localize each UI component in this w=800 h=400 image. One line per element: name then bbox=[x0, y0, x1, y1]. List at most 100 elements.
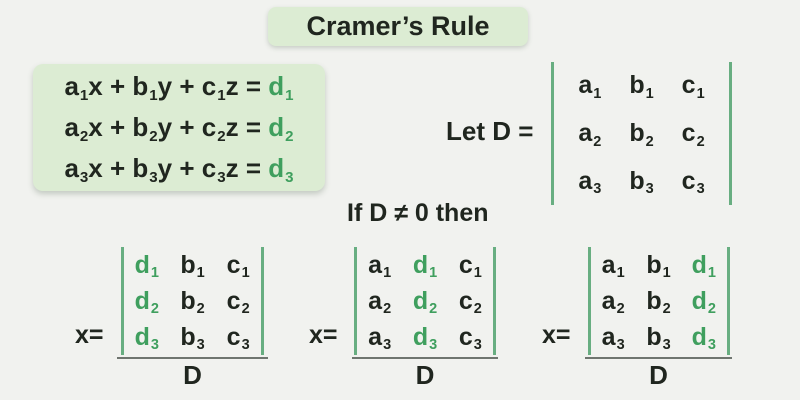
subscript: 2 bbox=[196, 301, 205, 318]
subscript: 1 bbox=[696, 85, 705, 102]
d-term: d bbox=[268, 153, 285, 183]
term: c bbox=[681, 118, 696, 147]
term: y + c bbox=[157, 112, 217, 142]
subscript: 2 bbox=[241, 301, 250, 318]
term: a bbox=[601, 322, 616, 351]
subscript: 1 bbox=[150, 265, 159, 282]
subscript: 3 bbox=[662, 337, 671, 354]
numerator-determinant: a1 d1 c1 a2 d2 c2 a3 d3 c3 bbox=[354, 247, 496, 355]
subscript: 1 bbox=[429, 265, 438, 282]
subscript: 2 bbox=[429, 301, 438, 318]
subscript: 2 bbox=[149, 127, 158, 145]
matrix-cell: a2 bbox=[368, 287, 392, 318]
let-d-label: Let D = bbox=[446, 116, 534, 146]
subscript: 3 bbox=[593, 181, 602, 198]
matrix-cell: c2 bbox=[458, 286, 482, 317]
matrix-cell: a3 bbox=[601, 322, 625, 354]
condition-text: If D ≠ 0 then bbox=[347, 199, 489, 227]
subscript: 2 bbox=[217, 127, 226, 145]
subscript: 3 bbox=[79, 168, 89, 186]
matrix-cell: b3 bbox=[180, 322, 204, 353]
matrix-cell: b1 bbox=[629, 71, 654, 102]
subscript: 3 bbox=[696, 181, 705, 198]
subscript: 3 bbox=[429, 337, 438, 354]
fraction-denominator: D bbox=[649, 360, 668, 390]
subscript: 2 bbox=[79, 127, 89, 145]
matrix-cell: b3 bbox=[646, 323, 671, 354]
subscript: 2 bbox=[645, 133, 654, 150]
term: c bbox=[458, 322, 473, 351]
equation-line: a3x + b3y + c3z = d3 bbox=[64, 148, 293, 189]
term: a bbox=[64, 153, 79, 183]
subscript: 2 bbox=[593, 133, 602, 150]
fraction-variable-label: x= bbox=[542, 321, 571, 349]
term: z = bbox=[225, 71, 269, 101]
fraction-denominator: D bbox=[183, 360, 202, 390]
fraction-x3: a1 b1 d1 a2 b2 d2 a3 b3 d3 D bbox=[585, 247, 732, 391]
term: c bbox=[681, 166, 696, 195]
matrix-cell: a1 bbox=[578, 71, 602, 102]
matrix-cell: a3 bbox=[368, 323, 392, 354]
matrix-cell: c3 bbox=[681, 166, 705, 198]
subscript: 1 bbox=[645, 85, 654, 102]
matrix-cell: a2 bbox=[602, 287, 625, 317]
term: a bbox=[578, 71, 593, 100]
term: z = bbox=[225, 112, 269, 142]
matrix-cell: a2 bbox=[578, 119, 602, 150]
subscript: 3 bbox=[383, 337, 392, 354]
term: d bbox=[412, 322, 429, 351]
term: a bbox=[368, 250, 383, 279]
matrix-cell: a1 bbox=[368, 250, 392, 282]
term: a bbox=[601, 250, 616, 279]
subscript: 1 bbox=[383, 265, 392, 282]
subscript: 3 bbox=[241, 337, 250, 354]
matrix-cell: d2 bbox=[412, 286, 438, 318]
term: b bbox=[629, 71, 645, 100]
matrix-cell: b3 bbox=[629, 167, 653, 197]
matrix-cell: b1 bbox=[646, 251, 670, 281]
matrix-cell: c1 bbox=[681, 71, 705, 102]
term: d bbox=[412, 286, 429, 315]
page-title: Cramer’s Rule bbox=[306, 11, 490, 41]
fraction-denominator: D bbox=[415, 360, 435, 390]
subscript: 1 bbox=[217, 86, 226, 104]
equation-line: a2x + b2y + c2z = d2 bbox=[64, 107, 293, 148]
matrix-cell: c2 bbox=[681, 118, 705, 149]
fraction-variable-label: x= bbox=[75, 321, 104, 349]
matrix-cell: d3 bbox=[692, 323, 716, 353]
term: b bbox=[646, 286, 662, 315]
matrix-cell: b2 bbox=[180, 286, 205, 318]
subscript: 3 bbox=[473, 337, 482, 354]
term: b bbox=[180, 250, 196, 279]
fraction-bar bbox=[352, 357, 498, 359]
subscript: 1 bbox=[241, 265, 250, 282]
term: c bbox=[458, 286, 473, 315]
matrix-cell: d1 bbox=[692, 251, 716, 281]
matrix-cell: d1 bbox=[412, 250, 438, 282]
term: d bbox=[691, 286, 707, 315]
equations-panel: a1x + b1y + c1z = d1 a2x + b2y + c2z = d… bbox=[33, 64, 325, 191]
fraction-variable-label: x= bbox=[309, 321, 338, 349]
matrix-cell: d2 bbox=[691, 286, 716, 318]
subscript: 3 bbox=[149, 168, 158, 186]
term: a bbox=[578, 166, 593, 195]
title-badge: Cramer’s Rule bbox=[268, 7, 528, 46]
term: b bbox=[180, 286, 196, 315]
fraction-x1: d1 b1 c1 d2 b2 c2 d3 b3 c3 D bbox=[117, 247, 268, 391]
d-term: d bbox=[268, 112, 285, 142]
matrix-cell: a3 bbox=[578, 166, 602, 198]
matrix-cell: d1 bbox=[135, 251, 159, 282]
term: c bbox=[681, 71, 696, 100]
matrix-cell: d3 bbox=[135, 323, 159, 353]
subscript: 3 bbox=[616, 337, 625, 354]
term: b bbox=[180, 322, 196, 351]
subscript: 2 bbox=[383, 301, 392, 318]
subscript: 2 bbox=[285, 127, 294, 145]
term: c bbox=[458, 250, 473, 279]
subscript: 1 bbox=[149, 86, 158, 104]
subscript: 1 bbox=[593, 85, 602, 102]
subscript: 2 bbox=[707, 301, 716, 318]
numerator-determinant: a1 b1 d1 a2 b2 d2 a3 b3 d3 bbox=[587, 247, 730, 355]
term: d bbox=[412, 250, 429, 279]
equation-line: a1x + b1y + c1z = d1 bbox=[64, 66, 293, 107]
